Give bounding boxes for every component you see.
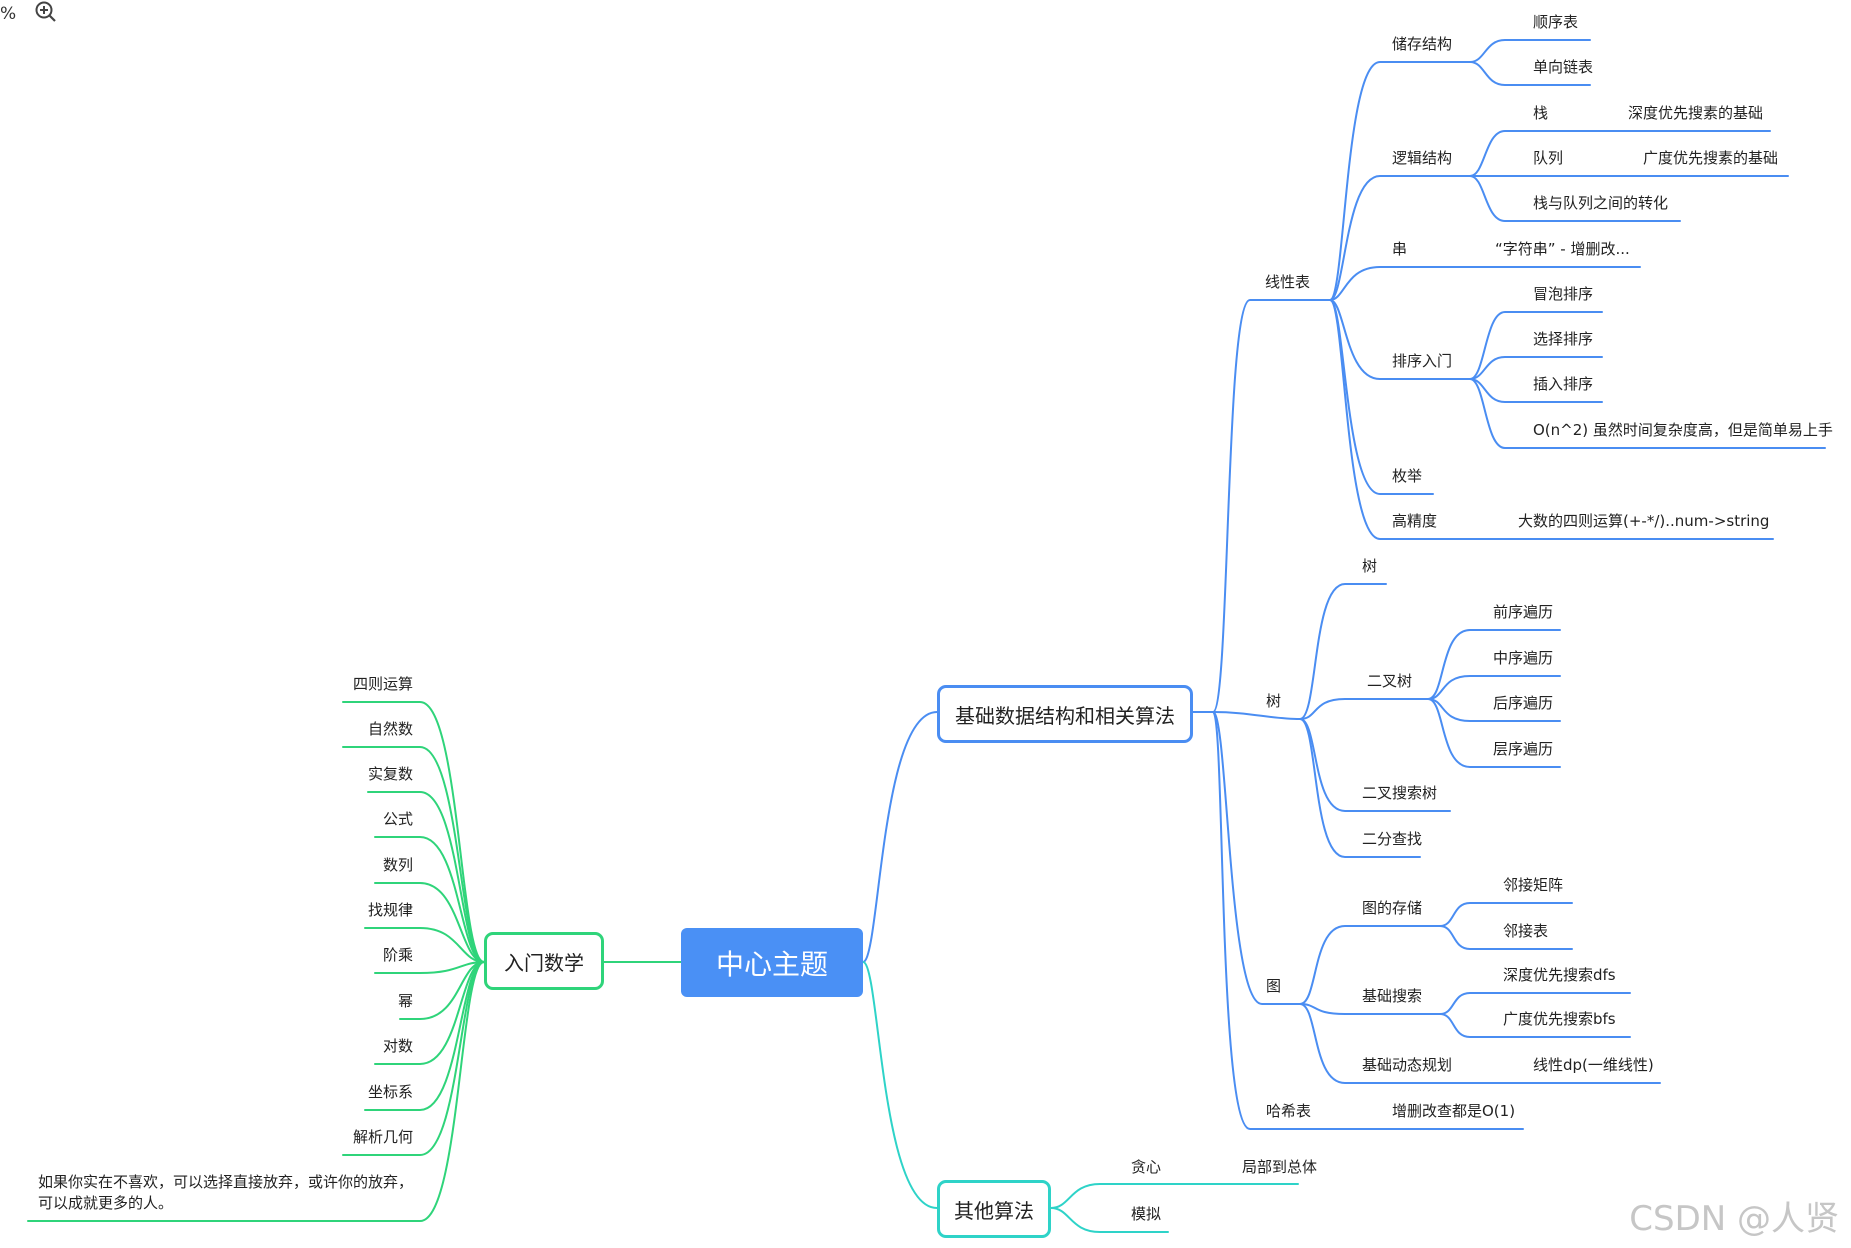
math-power[interactable]: 幂 — [397, 992, 413, 1010]
branch-data-structures[interactable]: 基础数据结构和相关算法 — [937, 685, 1193, 743]
node-basic-search[interactable]: 基础搜索 — [1362, 987, 1423, 1005]
central-topic[interactable]: 中心主题 — [681, 928, 863, 997]
node-graph-storage[interactable]: 图的存储 — [1362, 899, 1423, 917]
node-stack-queue-convert[interactable]: 栈与队列之间的转化 — [1533, 194, 1669, 212]
node-insertion-sort[interactable]: 插入排序 — [1533, 375, 1594, 393]
node-bst[interactable]: 二叉搜索树 — [1362, 784, 1438, 802]
math-natural-numbers[interactable]: 自然数 — [367, 720, 413, 738]
node-tree[interactable]: 树 — [1266, 692, 1282, 710]
node-bfs[interactable]: 广度优先搜索bfs — [1503, 1010, 1616, 1028]
node-tree-sub[interactable]: 树 — [1362, 557, 1378, 575]
node-adjacency-list[interactable]: 邻接表 — [1503, 922, 1549, 940]
node-enumeration[interactable]: 枚举 — [1392, 467, 1423, 485]
node-string-note[interactable]: “字符串” - 增删改... — [1495, 240, 1630, 258]
math-real-complex[interactable]: 实复数 — [367, 765, 413, 783]
node-stack-note[interactable]: 深度优先搜素的基础 — [1628, 104, 1764, 122]
node-linear-dp[interactable]: 线性dp(一维线性) — [1533, 1056, 1654, 1074]
math-note-line2[interactable]: 可以成就更多的人。 — [38, 1194, 174, 1212]
node-levelorder[interactable]: 层序遍历 — [1493, 740, 1554, 758]
node-linked-list[interactable]: 单向链表 — [1533, 58, 1594, 76]
node-queue-note[interactable]: 广度优先搜素的基础 — [1643, 149, 1779, 167]
math-arithmetic[interactable]: 四则运算 — [352, 675, 413, 693]
node-adjacency-matrix[interactable]: 邻接矩阵 — [1503, 876, 1564, 894]
node-storage-structure[interactable]: 储存结构 — [1392, 35, 1453, 53]
node-basic-dp[interactable]: 基础动态规划 — [1362, 1056, 1453, 1074]
branch-intro-math[interactable]: 入门数学 — [484, 932, 604, 990]
node-greedy[interactable]: 贪心 — [1131, 1158, 1162, 1176]
node-linear-list[interactable]: 线性表 — [1265, 273, 1311, 291]
math-note-line1[interactable]: 如果你实在不喜欢，可以选择直接放弃，或许你的放弃， — [38, 1173, 414, 1191]
node-high-precision[interactable]: 高精度 — [1392, 512, 1438, 530]
node-sequential-list[interactable]: 顺序表 — [1533, 13, 1579, 31]
math-analytic-geometry[interactable]: 解析几何 — [352, 1128, 413, 1146]
branch-other-algorithms[interactable]: 其他算法 — [937, 1180, 1051, 1238]
node-stack[interactable]: 栈 — [1533, 104, 1549, 122]
node-high-precision-note[interactable]: 大数的四则运算(+-*/)..num->string — [1518, 512, 1770, 530]
node-sort-complexity[interactable]: O(n^2) 虽然时间复杂度高，但是简单易上手 — [1533, 421, 1833, 439]
zoom-in-icon[interactable] — [34, 0, 58, 29]
node-binary-tree[interactable]: 二叉树 — [1367, 672, 1413, 690]
node-graph[interactable]: 图 — [1266, 977, 1282, 995]
node-logic-structure[interactable]: 逻辑结构 — [1392, 149, 1453, 167]
node-selection-sort[interactable]: 选择排序 — [1533, 330, 1594, 348]
node-postorder[interactable]: 后序遍历 — [1493, 694, 1554, 712]
zoom-percent: % — [0, 4, 17, 24]
node-dfs[interactable]: 深度优先搜索dfs — [1503, 966, 1616, 984]
zoom-toolbar: % — [0, 0, 58, 28]
math-pattern[interactable]: 找规律 — [367, 901, 413, 919]
node-simulate[interactable]: 模拟 — [1131, 1205, 1162, 1223]
math-factorial[interactable]: 阶乘 — [382, 946, 413, 964]
node-string[interactable]: 串 — [1392, 240, 1408, 258]
math-formula[interactable]: 公式 — [382, 810, 413, 828]
node-preorder[interactable]: 前序遍历 — [1493, 603, 1554, 621]
node-greedy-note[interactable]: 局部到总体 — [1242, 1158, 1318, 1176]
node-binary-search[interactable]: 二分查找 — [1362, 830, 1423, 848]
node-inorder[interactable]: 中序遍历 — [1493, 649, 1554, 667]
node-hash-note[interactable]: 增删改查都是O(1) — [1392, 1102, 1516, 1120]
node-sort-intro[interactable]: 排序入门 — [1392, 352, 1453, 370]
watermark: CSDN @人贤 — [1629, 1199, 1839, 1239]
node-hash-table[interactable]: 哈希表 — [1266, 1102, 1312, 1120]
node-bubble-sort[interactable]: 冒泡排序 — [1533, 285, 1594, 303]
math-coordinate[interactable]: 坐标系 — [367, 1083, 413, 1101]
math-sequence[interactable]: 数列 — [382, 856, 413, 874]
math-logarithm[interactable]: 对数 — [382, 1037, 413, 1055]
node-queue[interactable]: 队列 — [1533, 149, 1564, 167]
